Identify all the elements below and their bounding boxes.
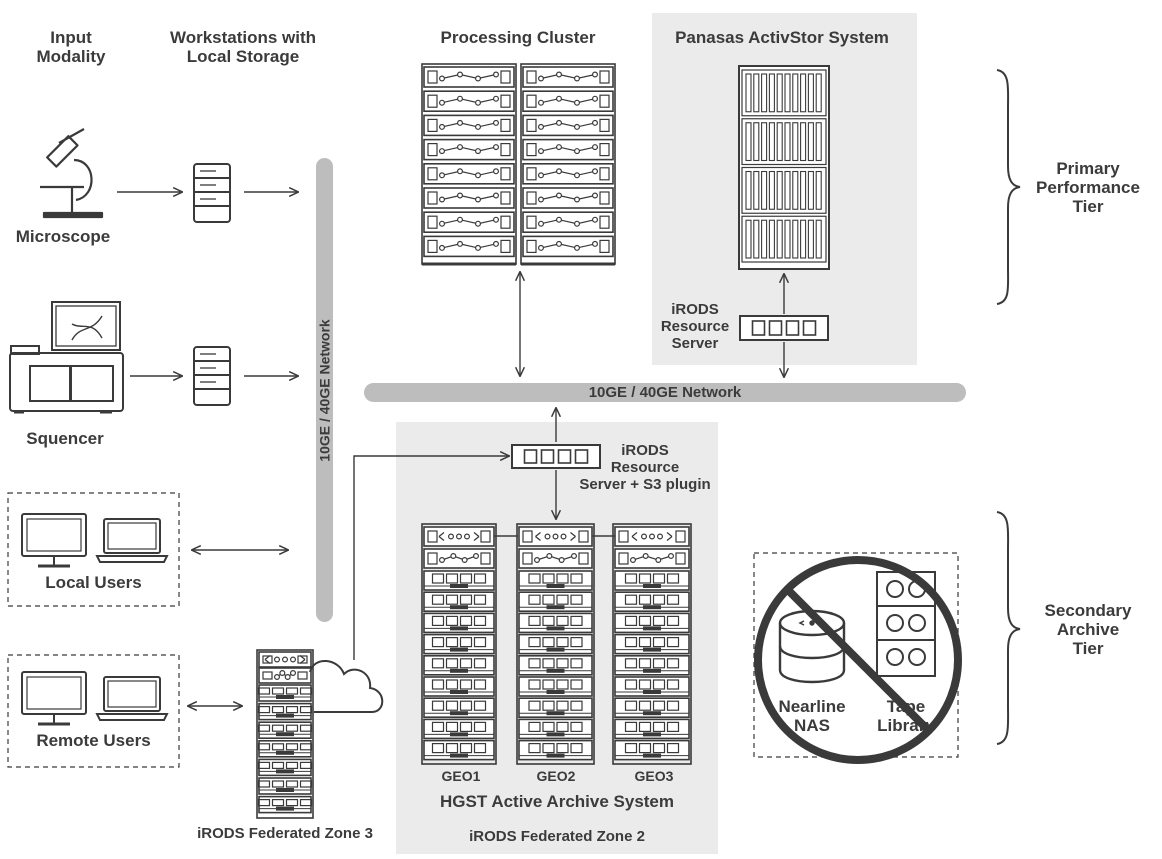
panasas-irods-server-icon [739,315,829,341]
arrow-zone3-to-hgst-irods [353,456,509,660]
panasas-storage-rack [738,65,830,270]
hgst-archive-racks [421,523,692,765]
tape-library-icon [876,571,936,677]
desktop-monitor-icon [21,671,87,726]
local-users-label: Local Users [45,573,142,592]
horizontal-network-label: 10GE / 40GE Network [588,384,742,401]
laptop-icon [95,518,169,563]
processing-cluster-racks [421,63,616,266]
microscope-icon [40,128,104,219]
remote-users-box [7,654,180,768]
zone3-rack [256,649,314,819]
sequencer-icon [9,301,124,414]
zone3-label: iRODS Federated Zone 3 [197,825,373,842]
primary-tier-brace [996,69,1021,305]
workstation-tower-icon [193,346,231,406]
vertical-network-label: 10GE / 40GE Network [316,319,333,462]
nearline-nas-disk-icon [778,609,846,684]
panasas-title: Panasas ActivStor System [675,28,889,47]
local-users-box [7,492,180,607]
horizontal-network-bar [364,383,966,402]
laptop-icon [95,676,169,721]
hgst-title: HGST Active Archive System [440,792,674,811]
remote-users-label: Remote Users [36,731,151,750]
geo1-label: GEO1 [441,768,481,784]
microscope-label: Microscope [15,227,111,246]
sequencer-label: Squencer [26,429,104,448]
prohibited-icon [754,556,962,764]
desktop-monitor-icon [21,513,87,568]
cloud-icon [309,660,384,713]
secondary-tier-brace [996,511,1021,745]
hgst-irods-server-icon [511,444,601,469]
geo2-label: GEO2 [536,768,576,784]
geo3-label: GEO3 [634,768,674,784]
workstation-tower-icon [193,163,231,223]
processing-cluster-title: Processing Cluster [440,28,596,47]
hgst-zone-label: iRODS Federated Zone 2 [469,828,645,845]
vertical-network-bar [316,158,333,622]
